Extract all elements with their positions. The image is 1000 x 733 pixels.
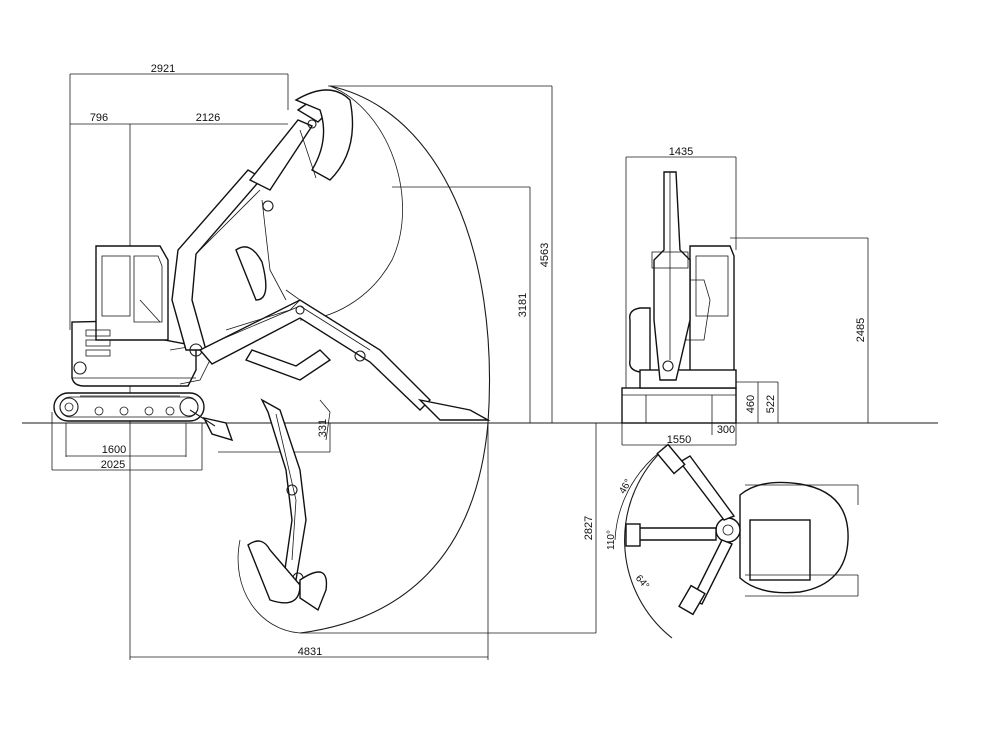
- dim-2126: 2126: [196, 112, 220, 124]
- dozer-blade: [189, 409, 234, 442]
- dim-522: 522: [765, 395, 777, 413]
- side-track: [53, 392, 205, 422]
- lowered-arm: [247, 398, 331, 612]
- dim-796: 796: [90, 112, 108, 124]
- side-dimension-labels: 2921 796 2126 4563 3181 331 2827 4831 16…: [90, 63, 595, 658]
- angle-46: 46°: [617, 477, 634, 496]
- side-dimension-lines: [51, 73, 597, 660]
- swing-arc: [624, 447, 673, 639]
- dim-1550: 1550: [667, 434, 691, 446]
- dim-4831: 4831: [298, 646, 322, 658]
- front-boom: [653, 171, 691, 381]
- boom-center-position: [635, 527, 717, 541]
- angle-64: 64°: [633, 573, 651, 592]
- front-cab: [689, 245, 735, 381]
- boom-right-position: [691, 539, 733, 605]
- side-upper-structure: [71, 245, 211, 387]
- reach-envelope-arc: [299, 85, 491, 634]
- side-view: [51, 73, 597, 660]
- bucket-swing-arc-upper: [299, 85, 403, 321]
- bucket-swing-arc-lower: [237, 539, 301, 634]
- front-dimension-labels: 1435 2485 460 522 1550 300: [667, 146, 867, 446]
- front-upper-frame: [639, 369, 737, 389]
- dim-1600: 1600: [102, 444, 126, 456]
- front-counterweight-left: [629, 307, 651, 373]
- dim-2827: 2827: [583, 516, 595, 540]
- dim-2485: 2485: [855, 318, 867, 342]
- dim-300: 300: [717, 424, 735, 436]
- dim-460: 460: [745, 395, 757, 413]
- dim-4563: 4563: [539, 243, 551, 267]
- top-cab: [749, 519, 811, 581]
- front-view: [621, 156, 869, 446]
- front-dimension-lines: [621, 156, 869, 446]
- dim-331: 331: [317, 419, 329, 437]
- swing-center: [715, 517, 741, 543]
- dim-2921: 2921: [151, 63, 175, 75]
- dim-1435: 1435: [669, 146, 693, 158]
- dim-2025: 2025: [101, 459, 125, 471]
- front-tracks: [621, 387, 737, 424]
- extended-boom: [198, 289, 491, 421]
- dim-3181: 3181: [517, 293, 529, 317]
- angle-110: 110°: [606, 530, 617, 550]
- raised-boom: [171, 89, 354, 357]
- boom-left-position: [678, 455, 736, 521]
- top-view: [614, 443, 859, 639]
